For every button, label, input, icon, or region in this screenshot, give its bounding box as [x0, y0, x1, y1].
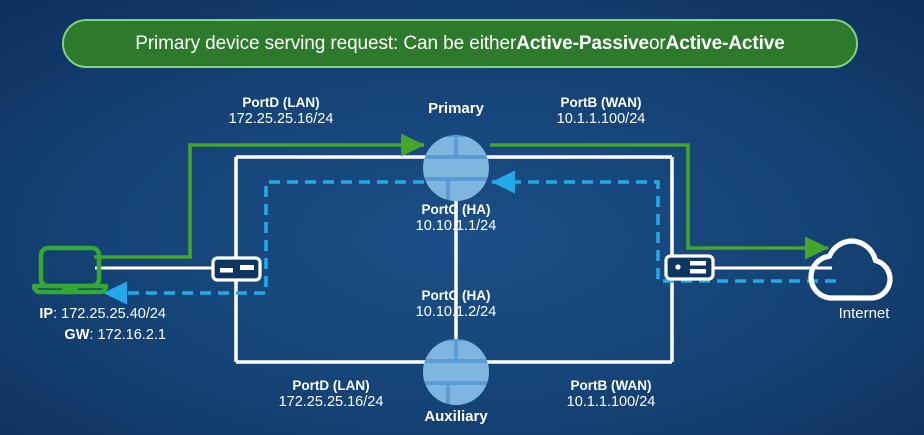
- label-auxiliary-ha-address: 10.10.1.2/24: [415, 304, 497, 321]
- flow-cyan-wan: [491, 170, 836, 283]
- banner-active-mode: Primary device serving request: Can be e…: [62, 19, 858, 68]
- client-network-info: IP: 172.25.25.40/24 GW: 172.16.2.1: [0, 304, 166, 346]
- flow-cyan-lan: [103, 180, 424, 305]
- label-primary-lan-address: 172.25.25.16/24: [228, 111, 334, 128]
- label-primary-ha-port: PortC (HA): [421, 202, 491, 217]
- firewall-icon-auxiliary: [423, 339, 489, 405]
- client-gw-line: GW: 172.16.2.1: [64, 327, 166, 344]
- node-label-internet: Internet: [838, 305, 890, 322]
- firewall-icon-primary: [423, 135, 489, 201]
- label-auxiliary-lan-port: PortD (LAN): [292, 378, 370, 393]
- banner-prefix: Primary device serving request: Can be e…: [135, 32, 517, 54]
- label-auxiliary-wan-address: 10.1.1.100/24: [566, 394, 656, 411]
- flow-green-wan: [490, 143, 829, 260]
- label-auxiliary-wan: PortB (WAN) 10.1.1.100/24: [528, 378, 694, 412]
- switch-icon-right: [664, 254, 715, 281]
- banner-bold-active-passive: Active-Passive: [516, 32, 649, 54]
- switch-icon-left: [211, 256, 262, 282]
- label-auxiliary-ha: PortC (HA) 10.10.1.2/24: [358, 288, 554, 322]
- label-primary-ha-address: 10.10.1.1/24: [415, 218, 497, 235]
- label-auxiliary-lan-address: 172.25.25.16/24: [278, 394, 384, 411]
- flow-green-lan: [94, 133, 425, 259]
- label-primary-ha: PortC (HA) 10.10.1.1/24: [358, 202, 554, 236]
- label-primary-lan: PortD (LAN) 172.25.25.16/24: [198, 95, 364, 129]
- label-primary-wan: PortB (WAN) 10.1.1.100/24: [518, 95, 684, 129]
- flow-green-group: [94, 133, 829, 260]
- label-auxiliary-ha-port: PortC (HA): [421, 288, 491, 303]
- flow-cyan-group: [103, 170, 836, 305]
- cloud-icon: [808, 238, 893, 301]
- label-primary-wan-port: PortB (WAN): [560, 95, 642, 110]
- label-primary-lan-port: PortD (LAN): [242, 95, 320, 110]
- banner-bold-active-active: Active-Active: [665, 32, 785, 54]
- node-label-primary: Primary: [428, 100, 484, 117]
- client-gw-key: GW: [64, 327, 90, 344]
- client-ip-line: IP: 172.25.25.40/24: [39, 306, 166, 322]
- label-auxiliary-lan: PortD (LAN) 172.25.25.16/24: [248, 378, 414, 412]
- banner-middle: or: [648, 32, 666, 54]
- client-ip-key: IP: [39, 306, 54, 322]
- client-gw-value: 172.16.2.1: [97, 327, 166, 344]
- client-ip-value: 172.25.25.40/24: [61, 306, 166, 322]
- label-auxiliary-wan-port: PortB (WAN): [570, 378, 652, 393]
- node-label-auxiliary: Auxiliary: [424, 408, 488, 425]
- laptop-icon: [31, 245, 109, 295]
- label-primary-wan-address: 10.1.1.100/24: [556, 111, 646, 128]
